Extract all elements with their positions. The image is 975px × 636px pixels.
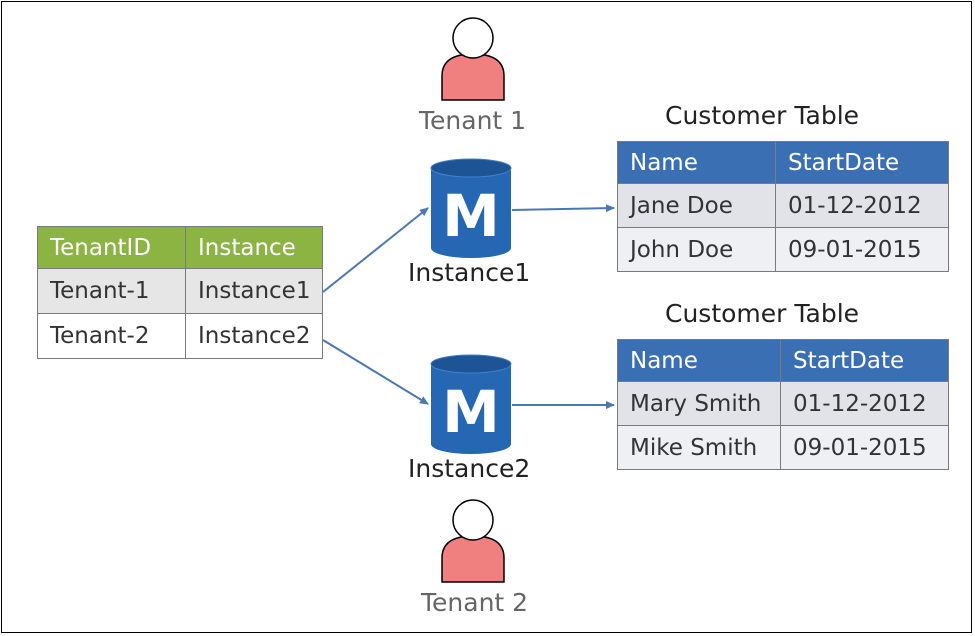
column-header-instance: Instance [184,226,324,269]
cell-startdate: 01-12-2012 [780,381,949,426]
user-icon [441,499,505,583]
customer-table-1: Name StartDate Jane Doe 01-12-2012 John … [617,141,949,272]
table-header-row: TenantID Instance [37,226,324,269]
cell-name: Mary Smith [617,381,781,426]
instance-1-label: Instance1 [408,258,531,287]
customer-table-2-title: Customer Table [665,299,860,328]
column-header-tenantid: TenantID [37,226,186,269]
cell-tenantid: Tenant-2 [37,313,186,359]
svg-text:M: M [442,378,500,446]
table-row: Mike Smith 09-01-2015 [617,425,949,470]
cell-instance: Instance1 [184,268,324,314]
cell-name: Jane Doe [617,183,776,228]
arrow-tenant1-to-instance1 [322,207,429,293]
column-header-startdate: StartDate [775,141,949,184]
cell-name: John Doe [617,227,776,272]
cell-instance: Instance2 [184,313,324,359]
table-row: Mary Smith 01-12-2012 [617,381,949,426]
cell-name: Mike Smith [617,425,781,470]
tenant-1-label: Tenant 1 [419,106,527,135]
database-icon: M [430,158,512,258]
cell-startdate: 09-01-2015 [775,227,949,272]
column-header-startdate: StartDate [780,339,949,382]
table-row: John Doe 09-01-2015 [617,227,949,272]
column-header-name: Name [617,339,781,382]
customer-table-2: Name StartDate Mary Smith 01-12-2012 Mik… [617,339,949,470]
cell-startdate: 01-12-2012 [775,183,949,228]
table-header-row: Name StartDate [617,141,949,184]
arrow-tenant2-to-instance2 [322,339,429,405]
column-header-name: Name [617,141,776,184]
user-icon [441,17,505,101]
table-row: Jane Doe 01-12-2012 [617,183,949,228]
tenant-2-label: Tenant 2 [421,588,529,617]
instance-2-label: Instance2 [408,454,531,483]
table-row: Tenant-2 Instance2 [37,313,324,359]
arrow-instance1-to-table1 [511,204,615,213]
table-row: Tenant-1 Instance1 [37,268,324,314]
table-header-row: Name StartDate [617,339,949,382]
tenant-instance-table: TenantID Instance Tenant-1 Instance1 Ten… [37,226,324,359]
svg-text:M: M [442,182,500,250]
database-icon: M [430,354,512,454]
customer-table-1-title: Customer Table [665,101,860,130]
cell-startdate: 09-01-2015 [780,425,949,470]
cell-tenantid: Tenant-1 [37,268,186,314]
